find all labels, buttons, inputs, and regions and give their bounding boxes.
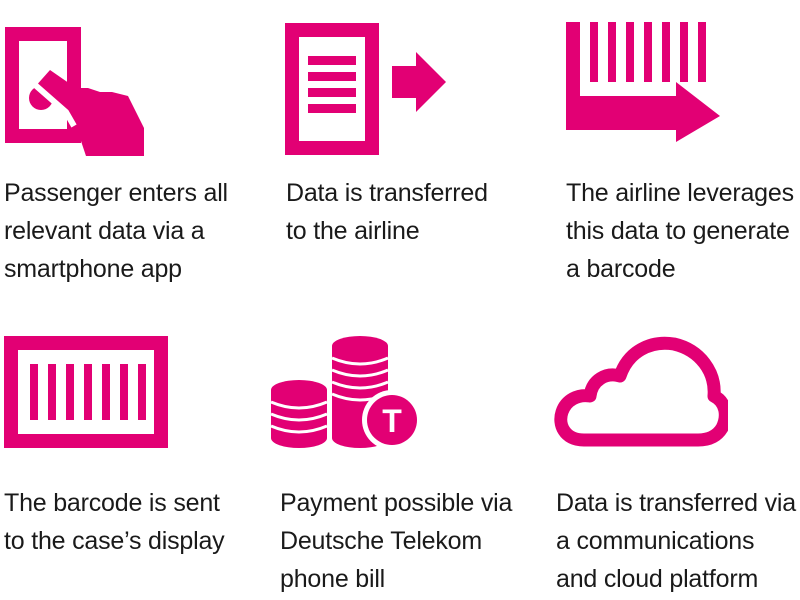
telekom-t-logo: T (382, 403, 402, 439)
step-caption: Payment possible via Deutsche Telekom ph… (280, 489, 513, 593)
tapping-hand-on-tablet-icon (5, 27, 144, 156)
cloud-icon (554, 336, 728, 447)
step-caption: Data is transferred via a communications… (556, 489, 796, 593)
step-caption: Data is transferred to the airline (286, 179, 488, 245)
barcode-generate-arrow-icon (566, 22, 720, 142)
step-caption: The barcode is sent to the case’s displa… (4, 489, 225, 555)
barcode-display-icon (4, 336, 168, 448)
document-transfer-arrow-icon (285, 23, 446, 155)
step-caption: Passenger enters all relevant data via a… (4, 179, 228, 283)
coins-telekom-icon: T (270, 336, 422, 450)
step-caption: The airline leverages this data to gener… (566, 179, 794, 283)
